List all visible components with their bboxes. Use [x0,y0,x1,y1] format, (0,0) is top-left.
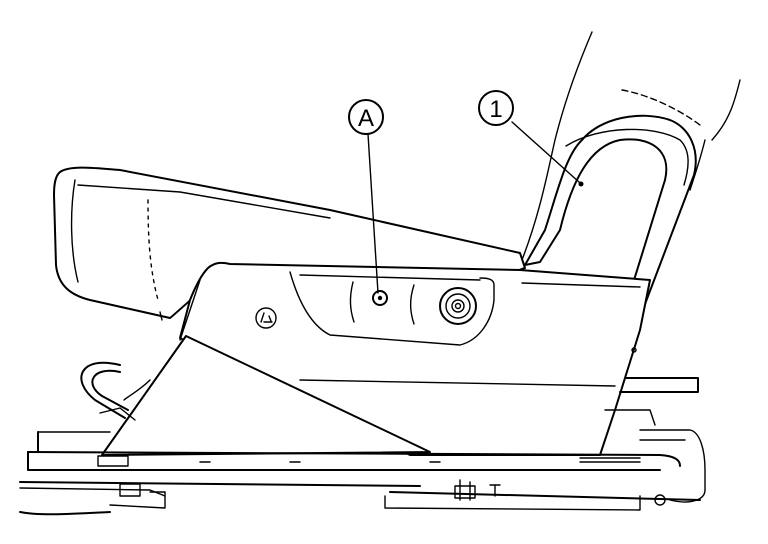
seat-rails [19,429,706,516]
seatback-side-cover [524,114,697,456]
adjustment-knob [439,287,477,325]
leader-line-1 [511,121,580,183]
leader-line-a [367,133,379,294]
callout-label-a: A [358,105,374,132]
callout-label-1: 1 [489,96,502,123]
callout-a: A [348,99,384,294]
callout-circle-a [348,99,384,135]
screw-a [372,290,388,306]
seat-cushion [53,166,526,321]
seatback [519,31,741,456]
front-bracket [80,361,151,421]
rear-bracket [604,347,699,426]
callout-1: 1 [478,90,580,183]
callout-circle-1 [478,90,514,126]
